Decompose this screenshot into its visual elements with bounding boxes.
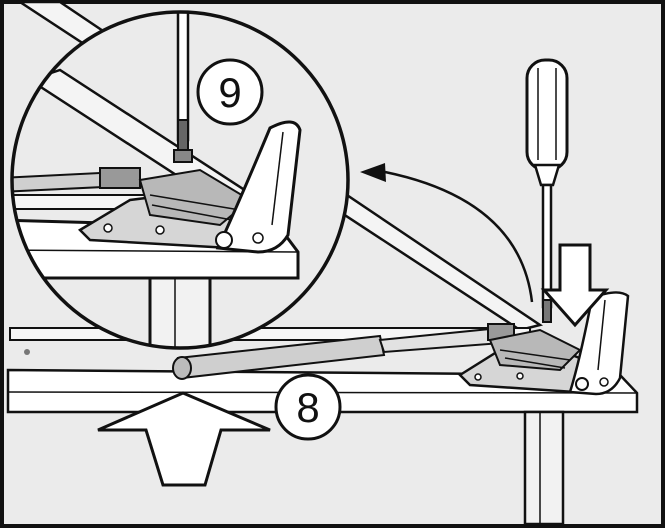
step-9-callout: 9 xyxy=(196,58,264,126)
zoom-detail xyxy=(10,10,350,350)
screwdriver-icon xyxy=(525,58,569,323)
hinge-icon xyxy=(458,291,630,396)
step-8-label: 8 xyxy=(296,384,319,431)
up-arrow-icon xyxy=(97,391,271,487)
step-8-callout: 8 xyxy=(274,373,342,441)
cabinet-leg xyxy=(523,410,565,526)
curved-arrow-icon xyxy=(360,163,534,303)
down-arrow-icon xyxy=(540,243,610,328)
step-9-label: 9 xyxy=(218,69,241,116)
rail-hole xyxy=(24,349,30,355)
gas-strut-icon xyxy=(172,323,515,380)
